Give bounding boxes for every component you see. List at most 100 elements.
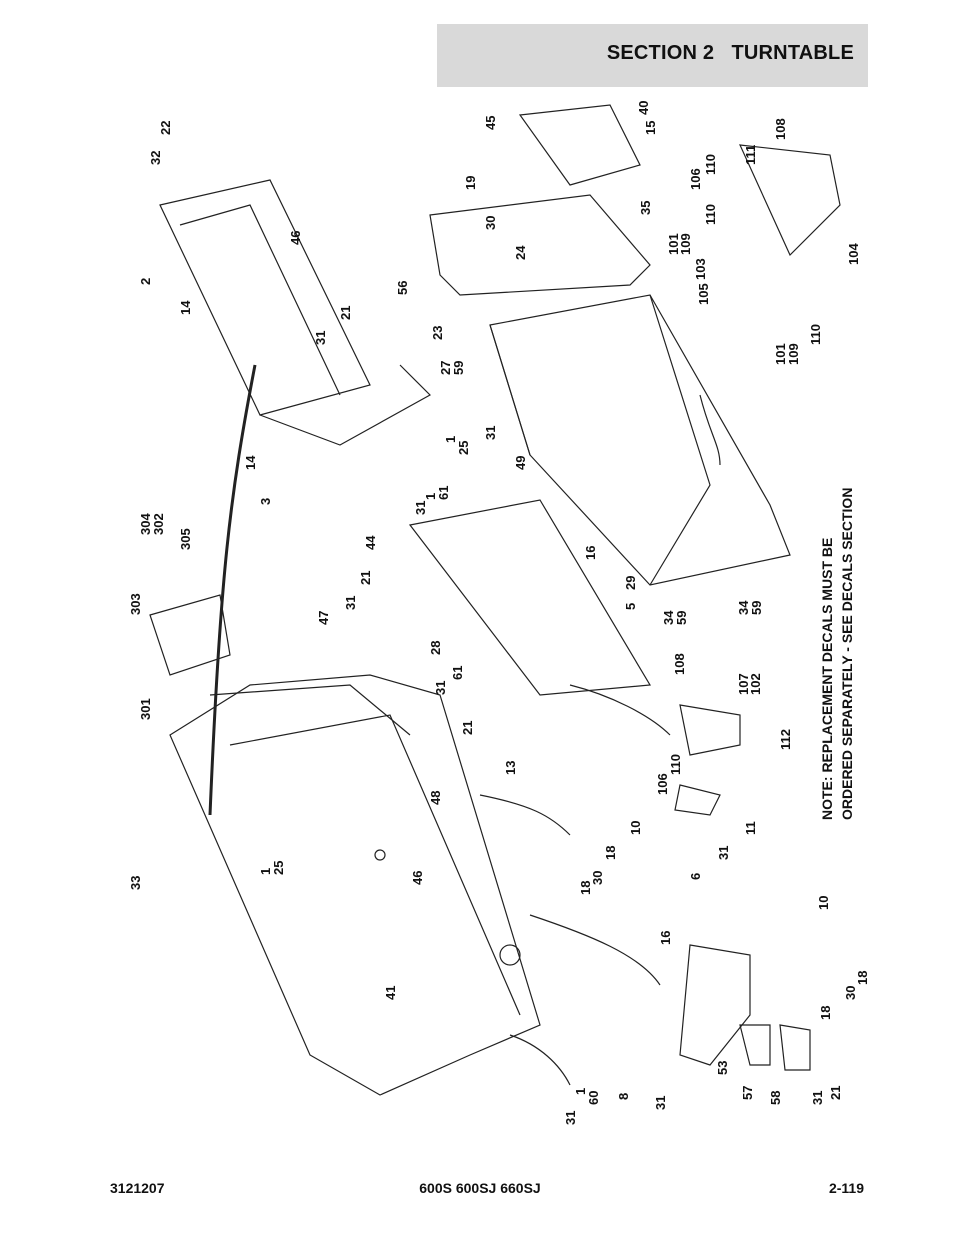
callout-label: 16 [583,546,598,560]
access-panel [518,104,641,186]
callout-label: 21 [338,306,353,320]
callout-label: 110 [703,154,718,175]
callout-label: 40 [636,101,651,115]
callout-label: 47 [316,611,331,625]
callout-label: 44 [363,535,378,550]
callout-label: 303 [128,593,143,615]
callout-label: 10 [816,896,831,910]
callout-label: 30 [483,216,498,230]
hood-cover [429,194,651,296]
callout-label: 110 [808,324,823,345]
callout-label: 31 [413,501,428,515]
callout-label: 107 [736,673,751,695]
callout-label: 18 [603,846,618,860]
callout-label: 103 [693,258,708,280]
callout-label: 61 [450,666,465,680]
turntable-base [169,674,541,1096]
callout-label: 18 [855,971,870,985]
callout-label: 2 [138,278,153,285]
callout-label: 110 [668,754,683,775]
callout-label: 33 [128,876,143,890]
callout-label: 60 [586,1091,601,1105]
callout-label: 1 [258,868,273,875]
callout-label: 53 [715,1061,730,1075]
callout-label: 31 [653,1096,668,1110]
callout-label: 15 [643,121,658,135]
callout-label: 3 [258,498,273,505]
large-hood [489,294,791,586]
callout-label: 31 [433,681,448,695]
handle-bracket [739,144,841,257]
callout-label: 111 [743,145,758,165]
callout-label: 59 [674,611,689,625]
footer-part-number: 3121207 [110,1180,165,1196]
callout-label: 1 [443,436,458,443]
callout-label: 21 [460,721,475,735]
callout-label: 106 [688,168,703,190]
note-line-2: ORDERED SEPARATELY - SEE DECALS SECTION [839,488,855,820]
callout-label: 14 [243,455,258,470]
section-title: SECTION 2 TURNTABLE [606,42,854,64]
callout-label: 31 [313,331,328,345]
callout-label: 13 [503,761,518,775]
parts-exploded-diagram: 22 32 2 14 46 21 31 14 3 31 1 61 45 40 1… [110,95,870,1155]
mount-plate [679,704,741,756]
callout-label: 46 [288,231,303,245]
side-frame [408,499,652,696]
callout-label: 29 [623,576,638,590]
upper-frame [159,179,371,416]
callout-label: 28 [428,641,443,655]
footer-page-number: 2-119 [828,1180,864,1196]
callout-label: 1 [423,493,438,500]
callout-label: 30 [590,871,605,885]
callout-label: 45 [483,116,498,130]
callout-label: 108 [672,653,687,675]
callout-label: 301 [138,698,153,720]
callout-label: 31 [343,596,358,610]
callout-label: 304 [138,513,153,535]
callout-label: 31 [810,1091,825,1105]
callout-label: 110 [703,204,718,225]
assembly-arrow [208,364,257,816]
callout-label: 21 [358,571,373,585]
callout-label: 32 [148,151,163,165]
callout-label: 56 [395,281,410,295]
callout-label: 31 [563,1111,578,1125]
callout-label: 57 [740,1086,755,1100]
callout-label: 34 [661,610,676,625]
callout-label: 59 [749,601,764,615]
callout-label: 22 [158,121,173,135]
callout-label: 112 [778,729,793,750]
callout-label: 5 [623,603,638,610]
callout-label: 14 [178,300,193,315]
callout-label: 106 [655,773,670,795]
callout-label: 24 [513,245,528,260]
callout-label: 31 [716,846,731,860]
callout-label: 109 [786,343,801,365]
callout-label: 1 [573,1088,588,1095]
callout-label: 49 [513,456,528,470]
callout-label: 34 [736,600,751,615]
callout-label: 105 [696,283,711,305]
callout-label: 302 [151,513,166,535]
callout-label: 6 [688,873,703,880]
callout-label: 16 [658,931,673,945]
callout-label: 10 [628,821,643,835]
callout-label: 27 [438,361,453,375]
callout-label: 102 [748,673,763,695]
callout-label: 305 [178,528,193,550]
callout-label: 59 [451,361,466,375]
callout-label: 19 [463,176,478,190]
callout-label: 48 [428,791,443,805]
callout-label: 31 [483,426,498,440]
callout-label: 18 [578,881,593,895]
counterweight-bracket [679,944,751,1066]
note-line-1: NOTE: REPLACEMENT DECALS MUST BE [819,538,835,820]
callout-label: 8 [616,1093,631,1100]
callout-label: 21 [828,1086,843,1100]
callout-label: 18 [818,1006,833,1020]
callout-label: 35 [638,201,653,215]
callout-label: 23 [430,326,445,340]
callout-label: 104 [846,243,861,265]
callout-label: 58 [768,1091,783,1105]
